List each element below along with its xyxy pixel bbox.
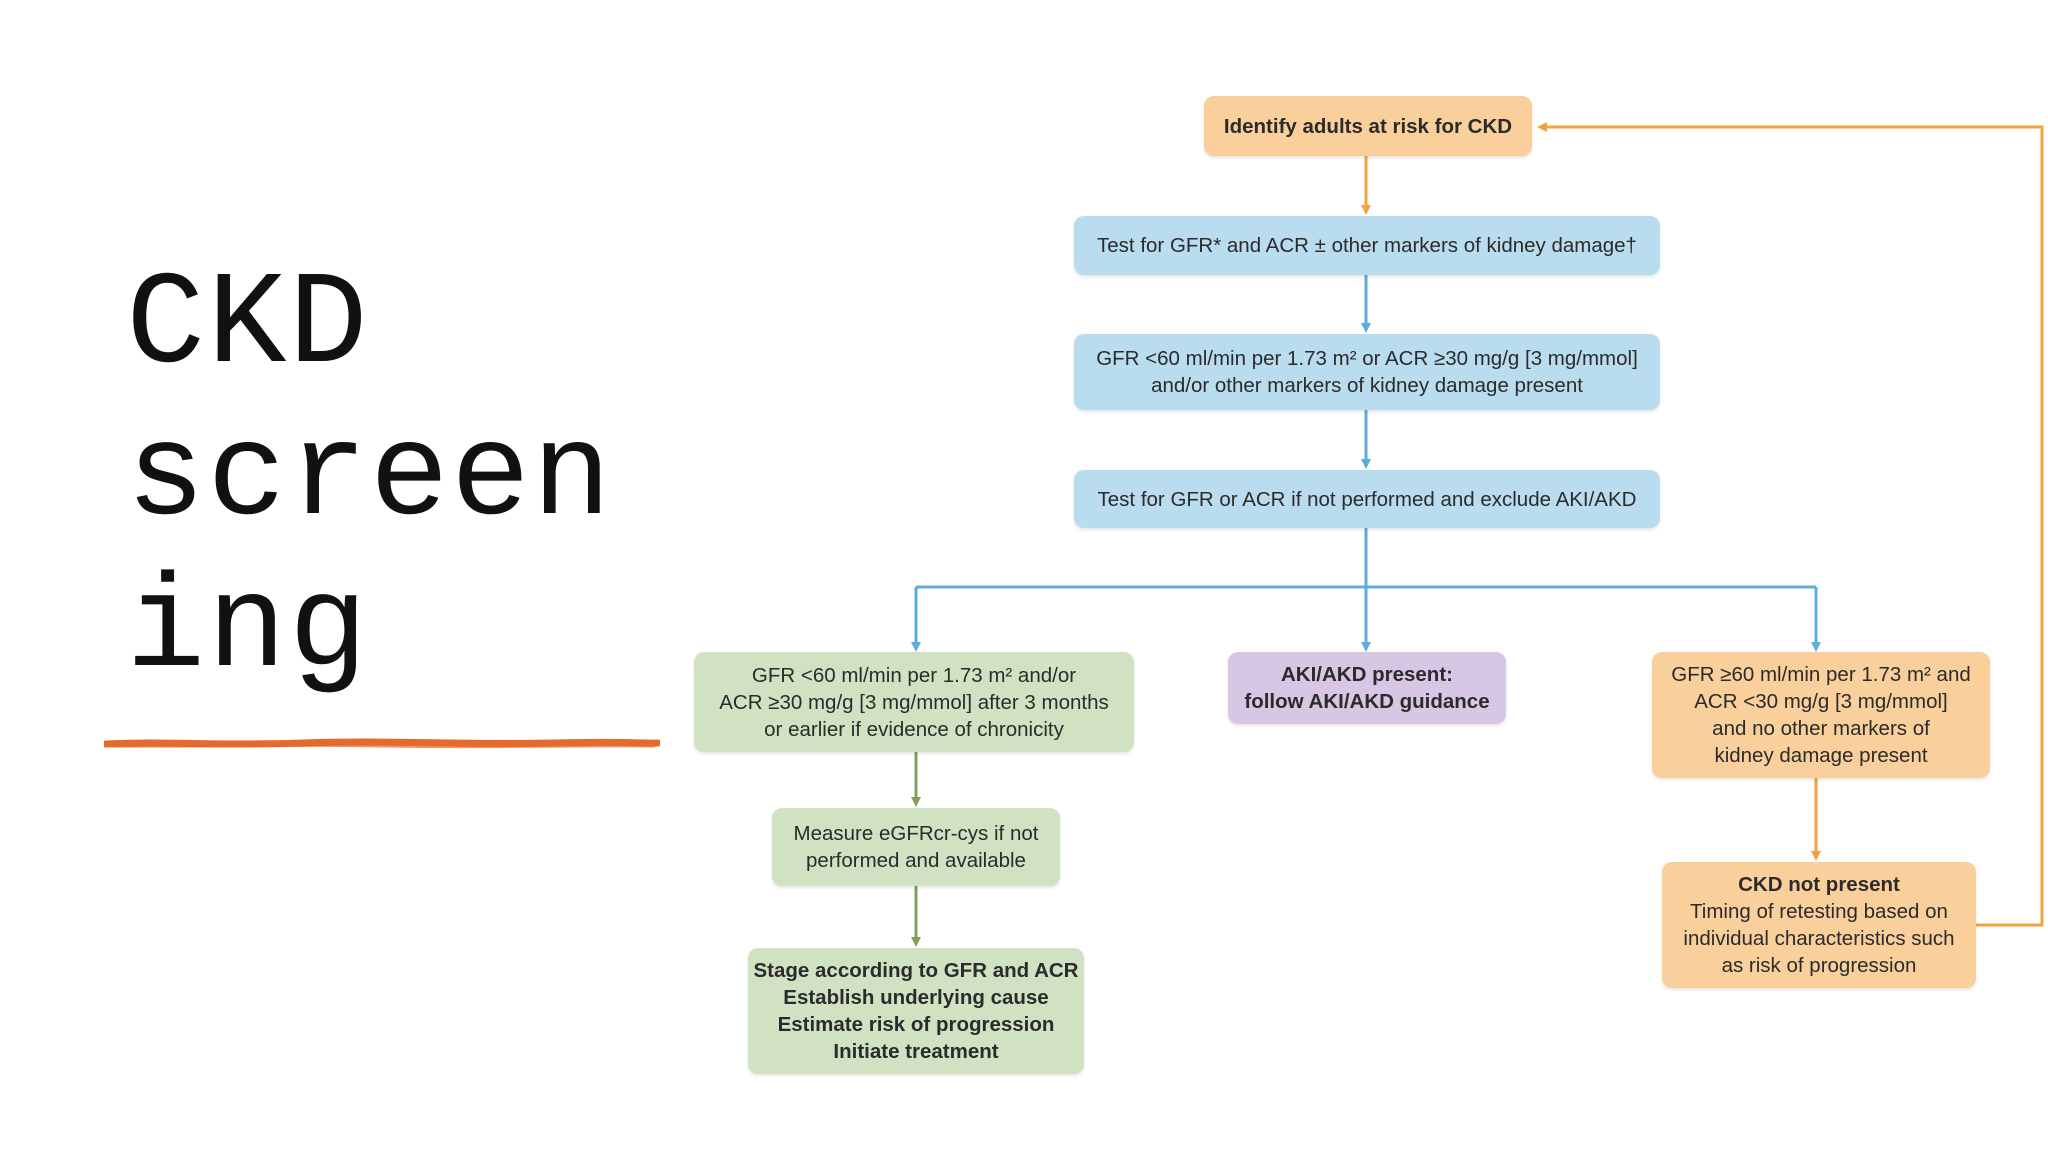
box-exclude-aki-text: Test for GFR or ACR if not performed and… [1097,487,1637,511]
box-gfr-normal-line-3: and no other markers of [1712,717,1930,740]
box-ckd-not-present: CKD not present Timing of retesting base… [1662,862,1976,988]
box-gfr-below-60: GFR <60 ml/min per 1.73 m² or ACR ≥30 mg… [1074,334,1660,410]
box-aki-line-2: follow AKI/AKD guidance [1244,690,1490,713]
box-stage-ckd: Stage according to GFR and ACR Establish… [748,948,1084,1074]
box-stage-line-4: Initiate treatment [833,1040,999,1063]
title-line-3: ing [126,555,370,705]
box-measure-egfr-line-1: Measure eGFRcr-cys if not [793,822,1039,845]
box-gfr-normal: GFR ≥60 ml/min per 1.73 m² and ACR <30 m… [1652,652,1990,778]
box-not-present-line-4: as risk of progression [1721,954,1917,977]
branch-connector [911,528,1821,652]
box-identify-adults: Identify adults at risk for CKD [1204,96,1532,156]
box-stage-line-2: Establish underlying cause [783,986,1049,1009]
title-underline [104,738,660,749]
box-identify-text: Identify adults at risk for CKD [1223,114,1513,138]
box-gfr-normal-line-1: GFR ≥60 ml/min per 1.73 m² and [1671,663,1971,686]
slide-title: CKD screen ing [126,250,686,706]
box-aki-line-1: AKI/AKD present: [1281,663,1453,686]
box-aki-present: AKI/AKD present: follow AKI/AKD guidance [1228,652,1506,724]
box-exclude-aki: Test for GFR or ACR if not performed and… [1074,470,1660,528]
box-gfr-normal-line-2: ACR <30 mg/g [3 mg/mmol] [1694,690,1948,713]
box-chronic-line-1: GFR <60 ml/min per 1.73 m² and/or [751,663,1077,687]
box-gfr-below-60-line-2: and/or other markers of kidney damage pr… [1151,374,1583,397]
box-gfr-below-60-line-1: GFR <60 ml/min per 1.73 m² or ACR ≥30 mg… [1096,347,1638,370]
feedback-loop-arrow [1537,122,2044,927]
box-measure-egfr-line-2: performed and available [806,849,1026,872]
box-measure-egfr: Measure eGFRcr-cys if not performed and … [772,808,1060,886]
box-stage-line-1: Stage according to GFR and ACR [753,959,1079,982]
title-line-2: screen [126,403,614,553]
box-chronic-line-3: or earlier if evidence of chronicity [764,717,1064,741]
box-gfr-normal-line-4: kidney damage present [1714,744,1928,767]
box-chronic-line-2: ACR ≥30 mg/g [3 mg/mmol] after 3 months [719,690,1109,714]
box-test-gfr-acr-text: Test for GFR* and ACR ± other markers of… [1097,234,1637,257]
box-not-present-line-1: CKD not present [1738,873,1900,896]
box-not-present-line-3: individual characteristics such [1683,927,1955,950]
box-stage-line-3: Estimate risk of progression [777,1013,1055,1036]
box-test-gfr-acr: Test for GFR* and ACR ± other markers of… [1074,216,1660,275]
title-line-1: CKD [126,251,370,401]
box-not-present-line-2: Timing of retesting based on [1690,900,1948,923]
box-chronic-criteria: GFR <60 ml/min per 1.73 m² and/or ACR ≥3… [694,652,1134,752]
